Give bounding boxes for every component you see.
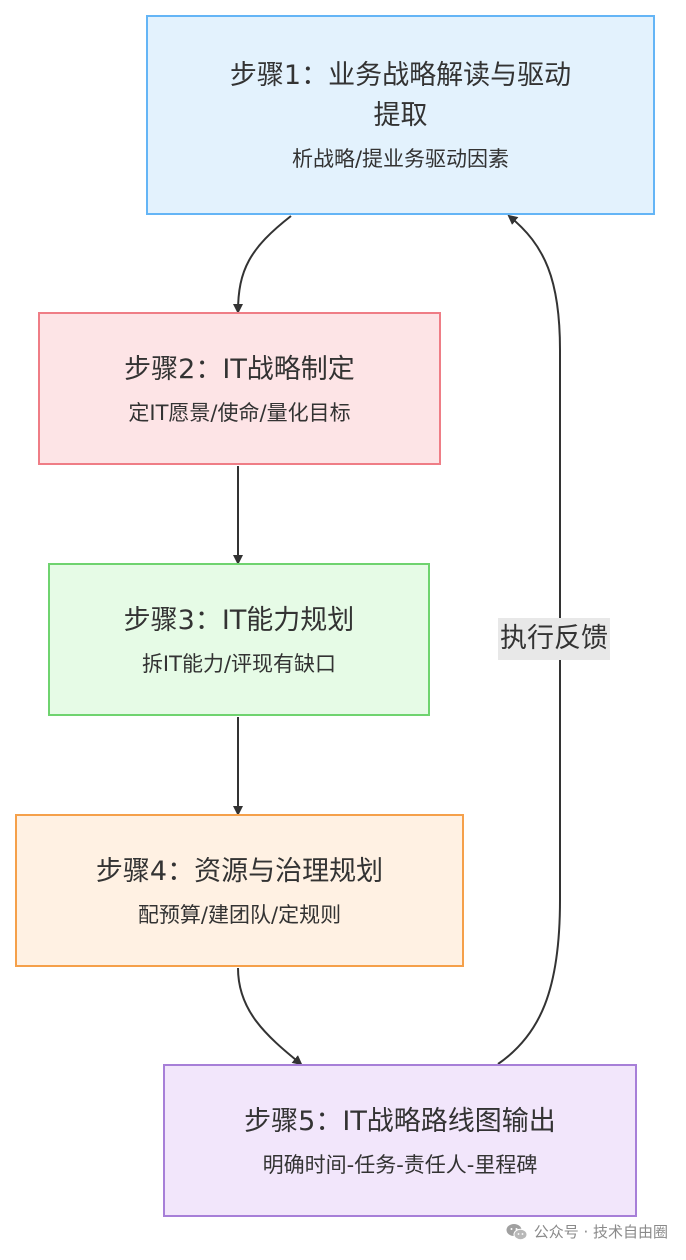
step-1-desc: 析战略/提业务驱动因素 xyxy=(291,147,510,171)
step-3-title: 步骤3：IT能力规划 xyxy=(123,604,355,636)
edge-step1-to-step2 xyxy=(233,215,292,314)
step-3-node: 步骤3：IT能力规划 拆IT能力/评现有缺口 xyxy=(48,563,430,716)
watermark-text: 公众号 · 技术自由圈 xyxy=(533,1223,668,1241)
step-2-desc: 定IT愿景/使命/量化目标 xyxy=(128,400,351,425)
step-4-title: 步骤4：资源与治理规划 xyxy=(95,855,384,887)
step-5-title: 步骤5：IT战略路线图输出 xyxy=(244,1105,556,1137)
step-2-node: 步骤2：IT战略制定 定IT愿景/使命/量化目标 xyxy=(38,312,441,465)
step-1-node: 步骤1：业务战略解读与驱动提取 析战略/提业务驱动因素 xyxy=(146,15,655,215)
edge-feedback-step5-to-step1 xyxy=(497,214,561,1065)
feedback-edge-label: 执行反馈 xyxy=(498,618,610,660)
step-1-title: 步骤1：业务战略解读与驱动提取 xyxy=(229,60,572,131)
step-4-desc: 配预算/建团队/定规则 xyxy=(137,902,342,927)
step-5-node: 步骤5：IT战略路线图输出 明确时间-任务-责任人-里程碑 xyxy=(163,1064,637,1217)
step-2-title: 步骤2：IT战略制定 xyxy=(124,353,355,385)
wechat-icon xyxy=(506,1223,528,1240)
step-3-desc: 拆IT能力/评现有缺口 xyxy=(141,651,337,676)
step-5-desc: 明确时间-任务-责任人-里程碑 xyxy=(262,1152,538,1177)
step-4-node: 步骤4：资源与治理规划 配预算/建团队/定规则 xyxy=(15,814,464,967)
watermark: 公众号 · 技术自由圈 xyxy=(506,1221,668,1242)
edge-step4-to-step5 xyxy=(237,967,303,1066)
